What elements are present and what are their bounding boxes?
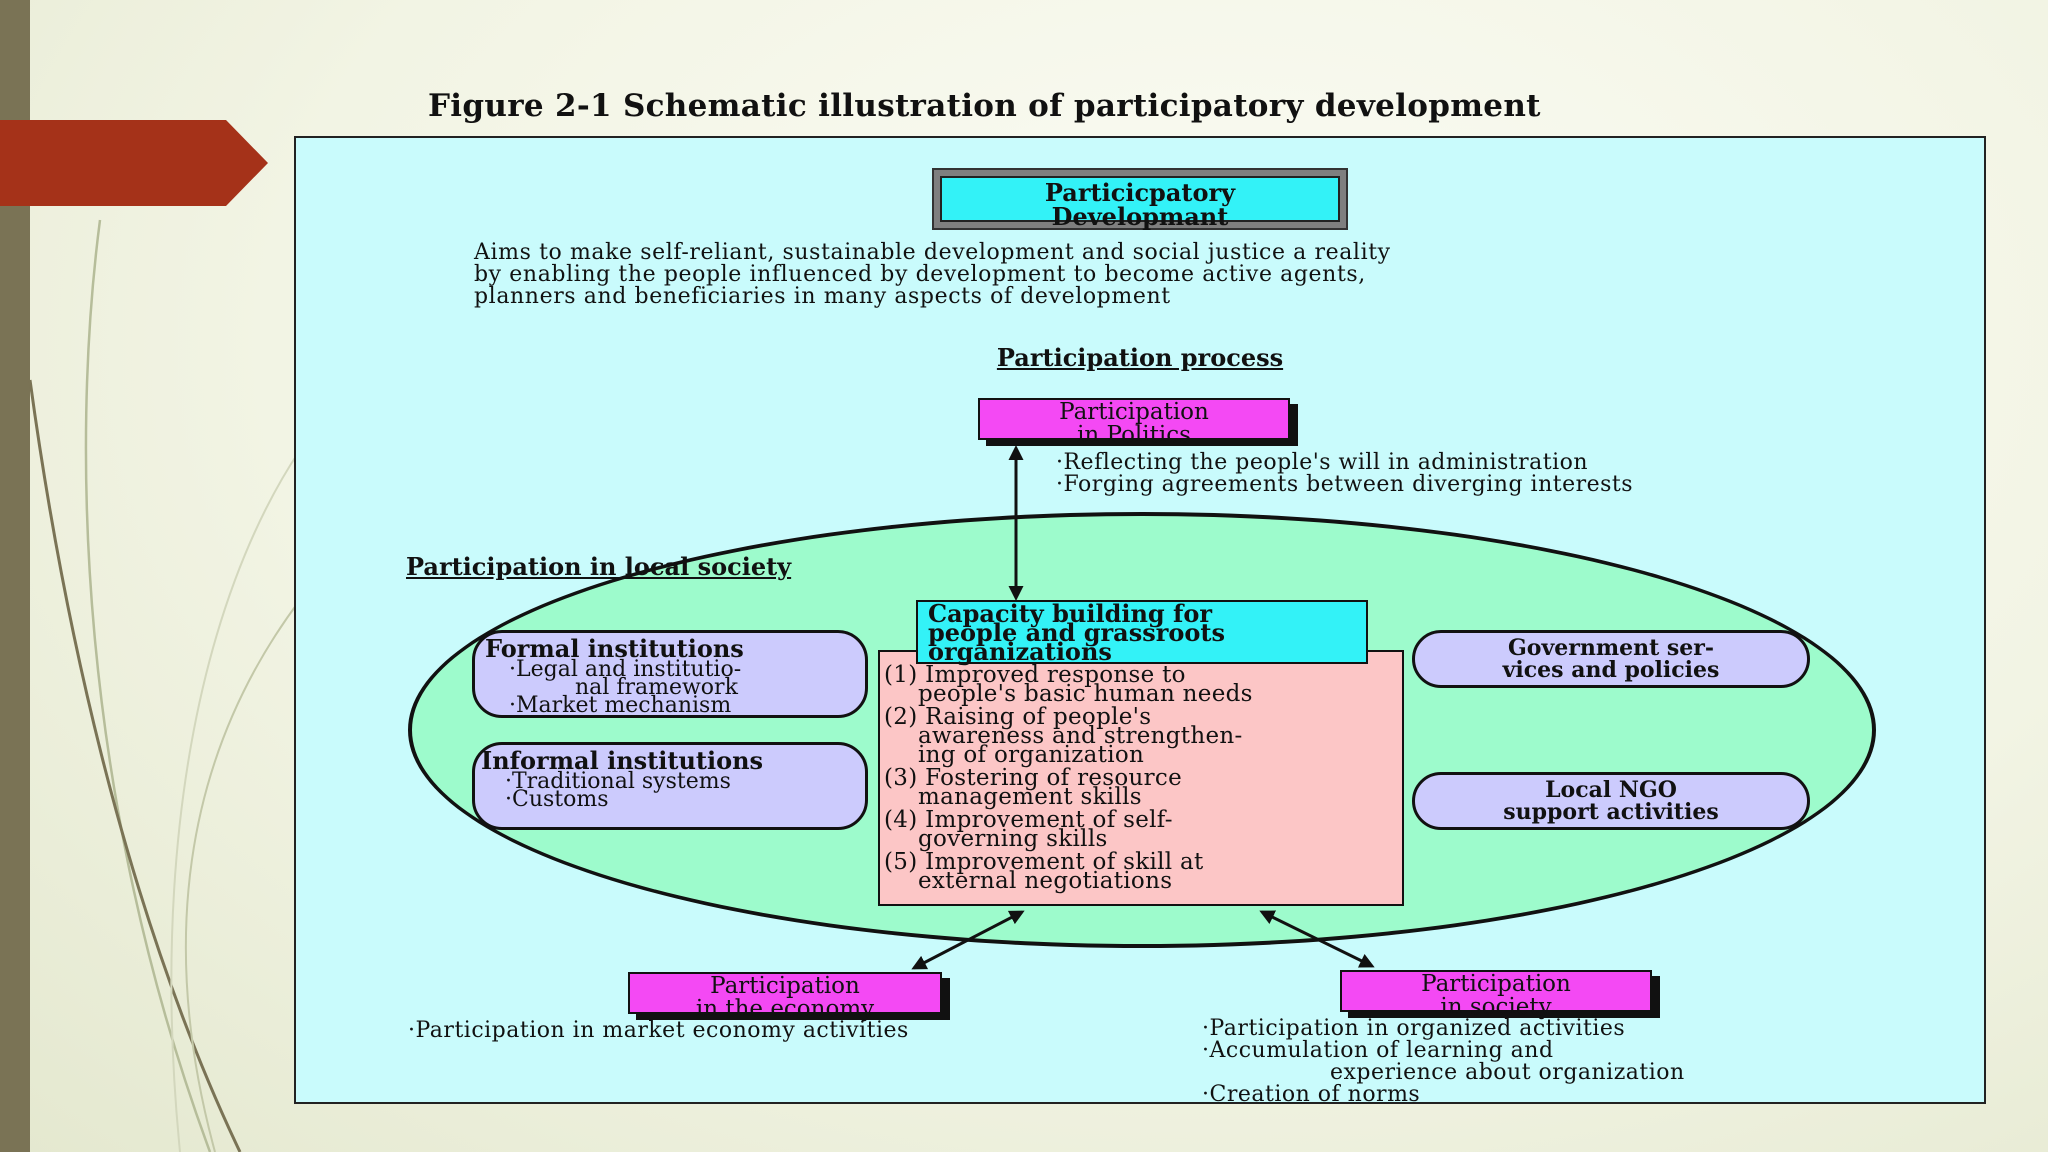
society-bullet: ·Accumulation of learning and xyxy=(1202,1038,1554,1063)
capacity-item-line: (5) Improvement of skill at xyxy=(884,849,1204,875)
economy-line: Participation xyxy=(710,973,860,999)
capacity-item-line: (1) Improved response to xyxy=(884,662,1186,688)
formal-line: nal framework xyxy=(575,675,738,700)
gov-line: vices and policies xyxy=(1502,657,1720,683)
society-bullet: experience about organization xyxy=(1330,1060,1685,1085)
aims-line: Aims to make self-reliant, sustainable d… xyxy=(474,240,1391,265)
capacity-item: (4) Improvement of self- governing skill… xyxy=(884,807,1402,852)
economy-bullets: ·Participation in market economy activit… xyxy=(408,1020,909,1042)
capacity-building-box: Capacity building for people and grassro… xyxy=(916,600,1368,664)
capacity-line: Capacity building for xyxy=(928,599,1213,628)
participation-economy-box: Participation in the economy xyxy=(628,972,942,1021)
society-bullet: ·Creation of norms xyxy=(1202,1082,1421,1107)
informal-heading: Informal institutions xyxy=(481,746,764,775)
aims-text: Aims to make self-reliant, sustainable d… xyxy=(474,242,1874,308)
informal-institutions-box: Informal institutions ·Traditional syste… xyxy=(472,742,868,830)
formal-line: ·Legal and institutio- xyxy=(509,657,742,682)
informal-line: ·Customs xyxy=(505,787,609,812)
capacity-item-line: people's basic human needs xyxy=(918,681,1253,707)
capacity-line: organizations xyxy=(928,637,1112,666)
informal-line: ·Traditional systems xyxy=(505,769,731,794)
participation-politics-box: Participation in Politics xyxy=(978,398,1290,447)
capacity-item-line: awareness and strengthen- xyxy=(918,723,1243,749)
local-society-title: Participation in local society xyxy=(406,552,792,581)
economy-line: in the economy xyxy=(695,996,875,1022)
society-line: in society xyxy=(1440,994,1552,1020)
formal-line: ·Market mechanism xyxy=(509,693,732,718)
formal-institutions-box: Formal institutions ·Legal and instituti… xyxy=(472,630,868,718)
society-bullet: ·Participation in organized activities xyxy=(1202,1016,1626,1041)
capacity-item: (3) Fostering of resource management ski… xyxy=(884,765,1402,810)
capacity-item-line: (4) Improvement of self- xyxy=(884,807,1173,833)
politics-bullet: ·Forging agreements between diverging in… xyxy=(1056,472,1634,497)
participatory-development-box: Particicpatory Developmant xyxy=(932,168,1348,230)
politics-line-2: in Politics xyxy=(1077,422,1191,448)
participation-society-box: Participation in society xyxy=(1340,970,1652,1019)
capacity-item-line: ing of organization xyxy=(918,742,1145,768)
capacity-item: (5) Improvement of skill at external neg… xyxy=(884,849,1402,894)
capacity-item-line: (2) Raising of people's xyxy=(884,704,1152,730)
aims-line: by enabling the people influenced by dev… xyxy=(474,262,1366,287)
gov-line: Government ser- xyxy=(1507,635,1715,661)
aims-line: planners and beneficiaries in many aspec… xyxy=(474,284,1171,309)
politics-line-1: Participation xyxy=(1059,399,1209,425)
capacity-item: (1) Improved response to people's basic … xyxy=(884,662,1402,707)
politics-bullet: ·Reflecting the people's will in adminis… xyxy=(1056,450,1589,475)
capacity-line: people and grassroots xyxy=(928,618,1225,647)
ngo-line: Local NGO xyxy=(1545,777,1677,803)
government-services-box: Government ser- vices and policies xyxy=(1412,630,1810,688)
figure-title: Figure 2-1 Schematic illustration of par… xyxy=(428,88,1541,124)
capacity-item-line: external negotiations xyxy=(918,868,1173,894)
pd-line-1: Particicpatory xyxy=(1044,178,1236,207)
formal-heading: Formal institutions xyxy=(485,634,744,663)
capacity-item-line: (3) Fostering of resource xyxy=(884,765,1183,791)
capacity-items-box: (1) Improved response to people's basic … xyxy=(878,650,1404,906)
society-bullets: ·Participation in organized activities ·… xyxy=(1202,1018,1685,1106)
capacity-item-line: governing skills xyxy=(918,826,1108,852)
politics-bullets: ·Reflecting the people's will in adminis… xyxy=(1056,452,1633,496)
capacity-item: (2) Raising of people's awareness and st… xyxy=(884,704,1402,768)
society-line: Participation xyxy=(1421,971,1571,997)
economy-bullet: ·Participation in market economy activit… xyxy=(408,1018,909,1043)
pd-line-2: Developmant xyxy=(1051,202,1229,231)
ngo-line: support activities xyxy=(1503,799,1719,825)
red-arrow-tab xyxy=(0,120,268,206)
local-ngo-box: Local NGO support activities xyxy=(1412,772,1810,830)
participation-process-title: Participation process xyxy=(996,343,1284,372)
capacity-item-line: management skills xyxy=(918,784,1142,810)
decorative-curves xyxy=(28,219,301,1152)
